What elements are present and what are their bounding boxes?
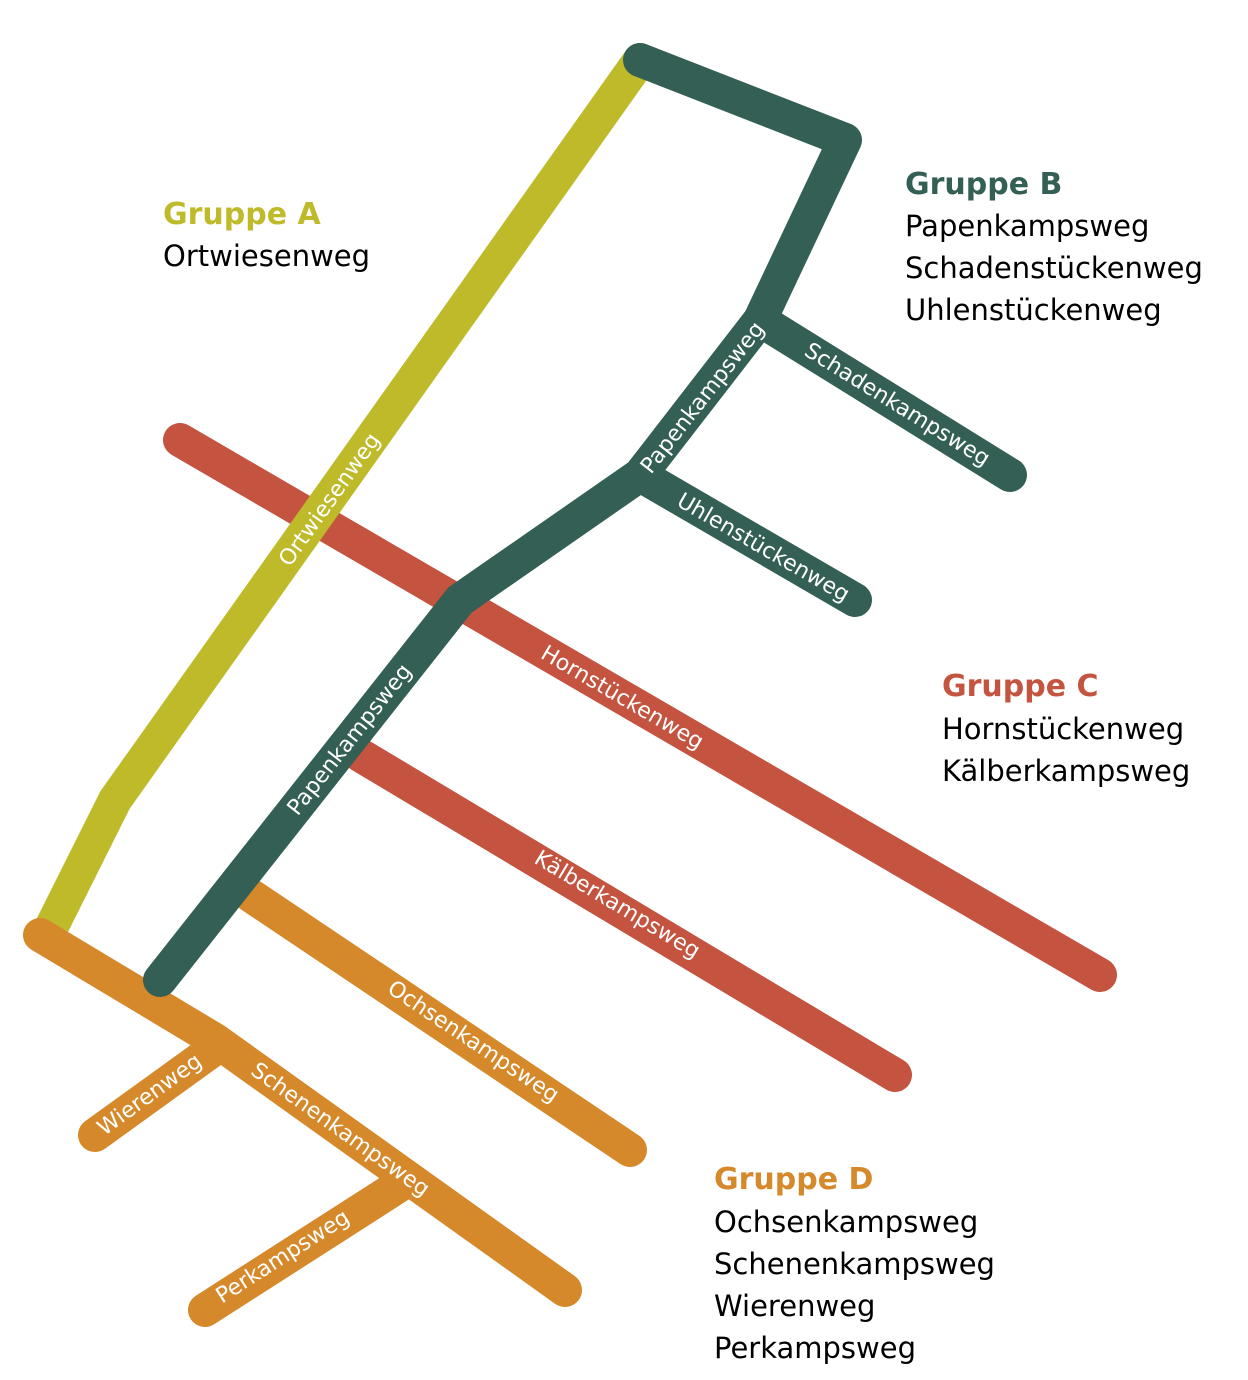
road-schenenkampsweg[interactable] [23,918,582,1307]
label-ochsenkampsweg: Ochsenkampsweg [383,976,564,1108]
legend-title-d: Gruppe D [714,1162,873,1197]
legend-item: Hornstückenweg [942,712,1184,746]
road-schadenkampsweg[interactable] [743,303,1027,492]
legend-gruppe-b: Gruppe B Papenkampsweg Schadenstückenweg… [905,167,1203,327]
road-perkampsweg[interactable] [188,1168,417,1327]
legend-title-b: Gruppe B [905,167,1062,202]
legend-item: Schadenstückenweg [905,251,1203,285]
road-hornstueckenweg[interactable] [163,423,1117,992]
gruppe-c-roads [163,423,1117,1092]
gruppe-b-roads [143,43,1027,997]
road-wierenweg[interactable] [78,1035,227,1152]
legend-item: Wierenweg [714,1289,875,1323]
legend-gruppe-a: Gruppe A Ortwiesenweg [163,197,370,273]
road-ortwiesenweg[interactable] [33,43,657,947]
road-papenkampsweg[interactable] [143,43,862,997]
label-perkampsweg: Perkampsweg [212,1205,354,1309]
road-ochsenkampsweg[interactable] [233,878,647,1167]
legend-item: Perkampsweg [714,1331,916,1365]
legend-gruppe-c: Gruppe C Hornstückenweg Kälberkampsweg [942,669,1190,788]
road-kaelberkampsweg[interactable] [343,738,912,1092]
road-uhlenstueckenweg[interactable] [623,458,872,617]
label-schenenkampsweg: Schenenkampsweg [246,1058,434,1202]
label-schadenkampsweg: Schadenkampsweg [800,338,994,472]
legend-title-c: Gruppe C [942,669,1099,704]
label-hornstueckenweg: Hornstückenweg [536,641,707,755]
legend-item: Papenkampsweg [905,209,1149,243]
label-uhlenstueckenweg: Uhlenstückenweg [672,488,853,607]
legend-item: Kälberkampsweg [942,754,1190,788]
legend-gruppe-d: Gruppe D Ochsenkampsweg Schenenkampsweg … [714,1162,995,1365]
label-papenkampsweg-upper: Papenkampsweg [636,317,770,478]
legend-item: Schenenkampsweg [714,1247,995,1281]
legend-title-a: Gruppe A [163,197,322,232]
legend-item: Ortwiesenweg [163,239,370,273]
legend-item: Uhlenstückenweg [905,293,1162,327]
gruppe-d-roads [23,878,647,1327]
label-wierenweg: Wierenweg [93,1049,207,1141]
label-kaelberkampsweg: Kälberkampsweg [530,846,704,964]
legend-item: Ochsenkampsweg [714,1205,978,1239]
